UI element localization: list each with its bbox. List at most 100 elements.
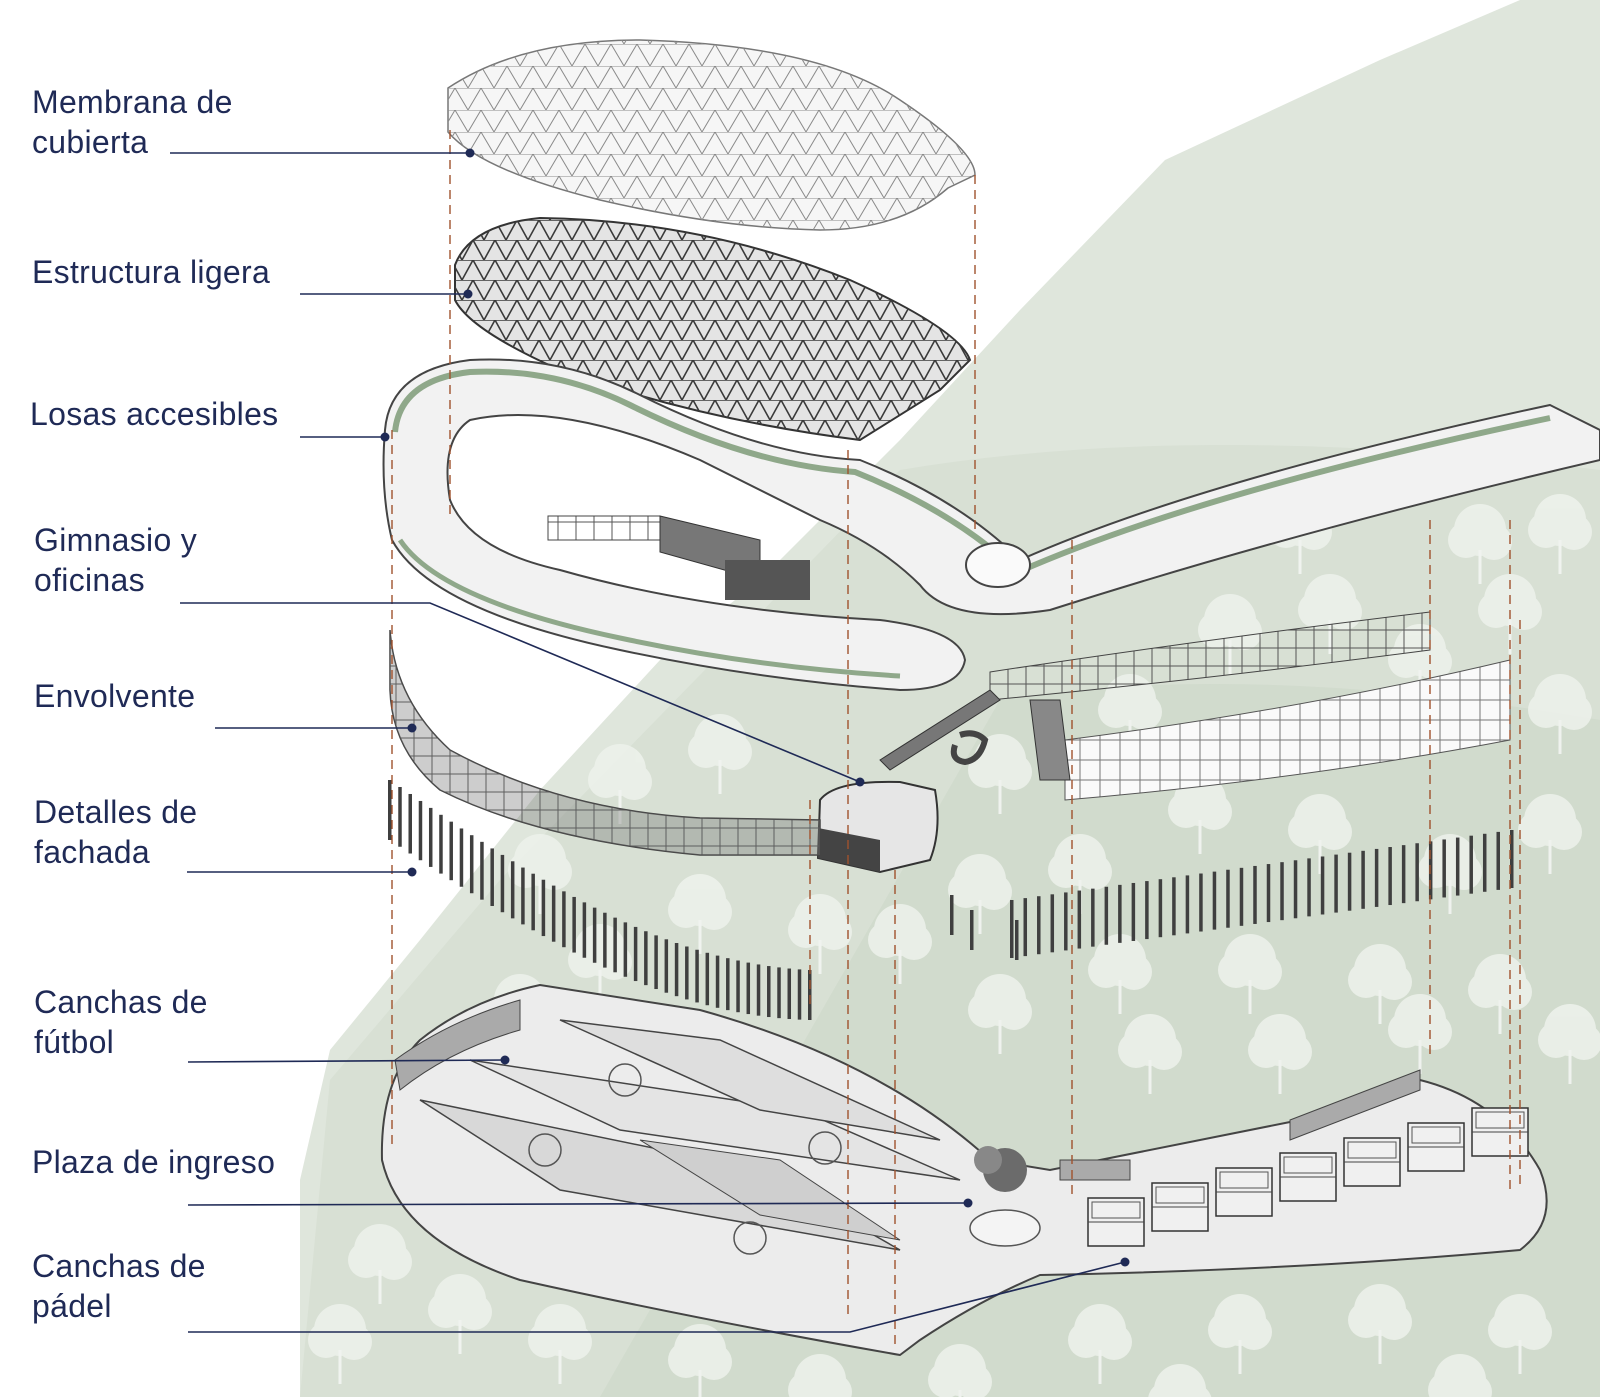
facade-fin bbox=[1015, 920, 1019, 960]
tree bbox=[1348, 944, 1412, 1024]
tree bbox=[1528, 674, 1592, 754]
facade-fin bbox=[572, 896, 576, 953]
tree bbox=[1388, 994, 1452, 1074]
leader-line bbox=[187, 867, 417, 877]
facade-fin bbox=[756, 964, 761, 1016]
facade-fin bbox=[449, 821, 453, 881]
tree bbox=[1248, 1014, 1312, 1094]
facade-fin bbox=[1469, 835, 1473, 894]
tree bbox=[948, 854, 1012, 934]
facade-fin bbox=[1401, 845, 1406, 904]
leader-line bbox=[187, 1055, 510, 1065]
facade-fin bbox=[797, 969, 802, 1020]
leader-dot bbox=[855, 777, 865, 787]
facade-fin bbox=[531, 873, 535, 931]
facade-fin bbox=[1131, 882, 1136, 941]
projection-lines bbox=[391, 130, 1521, 1345]
tree bbox=[1528, 494, 1592, 574]
facade-fin bbox=[664, 939, 669, 993]
leader-line bbox=[300, 432, 390, 442]
facade-fin bbox=[777, 967, 781, 1019]
facade-fin bbox=[633, 926, 638, 982]
facade-fin bbox=[1415, 843, 1419, 902]
facade-fin bbox=[746, 962, 751, 1015]
facade-fin bbox=[1320, 856, 1325, 915]
facade-fin bbox=[1347, 852, 1352, 911]
facade-fin bbox=[695, 949, 699, 1003]
facade-fin bbox=[1361, 850, 1365, 909]
facade-fin bbox=[736, 960, 740, 1013]
facade-fin bbox=[1280, 862, 1284, 921]
tree bbox=[928, 1344, 992, 1397]
facade-fin bbox=[459, 828, 464, 887]
facade-fin bbox=[1199, 873, 1203, 932]
facade-fin bbox=[1104, 886, 1109, 945]
facade-fin bbox=[439, 814, 443, 874]
padel-court bbox=[1087, 1197, 1145, 1247]
facade-fin bbox=[1388, 847, 1392, 906]
tree bbox=[1088, 934, 1152, 1014]
tree bbox=[968, 734, 1032, 814]
facade-fin bbox=[1172, 877, 1176, 936]
leader-line bbox=[187, 1198, 973, 1208]
tree bbox=[1068, 1304, 1132, 1384]
facade-fin bbox=[1212, 871, 1217, 930]
tree bbox=[348, 1224, 412, 1304]
tree bbox=[528, 1304, 592, 1384]
tree bbox=[688, 714, 752, 794]
tree bbox=[428, 1274, 492, 1354]
leader-dot bbox=[407, 867, 417, 877]
facade-fin bbox=[1050, 894, 1055, 953]
facade-fin bbox=[490, 848, 494, 906]
padel-court bbox=[1279, 1152, 1337, 1202]
facade-fin bbox=[644, 931, 648, 986]
facade-fin bbox=[726, 958, 730, 1011]
facade-fin bbox=[715, 955, 720, 1008]
facade-fin bbox=[623, 922, 628, 977]
padel-courts bbox=[1059, 1069, 1529, 1247]
label-envolvente: Envolvente bbox=[34, 678, 196, 714]
facade-fin bbox=[950, 895, 954, 935]
envelope bbox=[389, 629, 821, 856]
tree bbox=[1288, 794, 1352, 874]
tree bbox=[788, 1354, 852, 1397]
facade-fin bbox=[418, 800, 423, 861]
facade-fin bbox=[1064, 892, 1068, 951]
label-estructura: Estructura ligera bbox=[32, 254, 271, 290]
leader-line bbox=[300, 289, 473, 299]
facade-fin bbox=[685, 946, 689, 1000]
facade-fin bbox=[428, 807, 433, 867]
leader-dot bbox=[465, 148, 475, 158]
roof-membrane bbox=[447, 39, 976, 231]
facade-fin bbox=[582, 902, 587, 958]
facade-fin bbox=[500, 854, 505, 913]
facade-fin bbox=[1496, 831, 1500, 890]
leader-line bbox=[215, 723, 417, 733]
facade-fin bbox=[603, 912, 607, 968]
tree bbox=[1298, 574, 1362, 654]
tree bbox=[308, 1304, 372, 1384]
facade-fin bbox=[1442, 839, 1446, 898]
leader-dot bbox=[380, 432, 390, 442]
label-plaza: Plaza de ingreso bbox=[32, 1144, 276, 1180]
tree bbox=[1428, 1354, 1492, 1397]
tree bbox=[1468, 954, 1532, 1034]
tree bbox=[1348, 1284, 1412, 1364]
padel-court bbox=[1407, 1122, 1465, 1172]
facade-fin bbox=[551, 885, 556, 942]
facade-fin bbox=[521, 867, 525, 925]
facade-fin bbox=[654, 935, 658, 990]
gym-and-offices bbox=[547, 515, 1511, 874]
leader-dot bbox=[500, 1055, 510, 1065]
facade-fin bbox=[1239, 867, 1244, 926]
leader-dot bbox=[407, 723, 417, 733]
facade-fin bbox=[1091, 888, 1095, 947]
facade-fin bbox=[1482, 833, 1487, 892]
tree bbox=[1218, 934, 1282, 1014]
tree bbox=[588, 744, 652, 824]
label-losas: Losas accesibles bbox=[30, 396, 279, 432]
facade-fin bbox=[510, 861, 515, 919]
accessible-slabs bbox=[382, 358, 1600, 692]
